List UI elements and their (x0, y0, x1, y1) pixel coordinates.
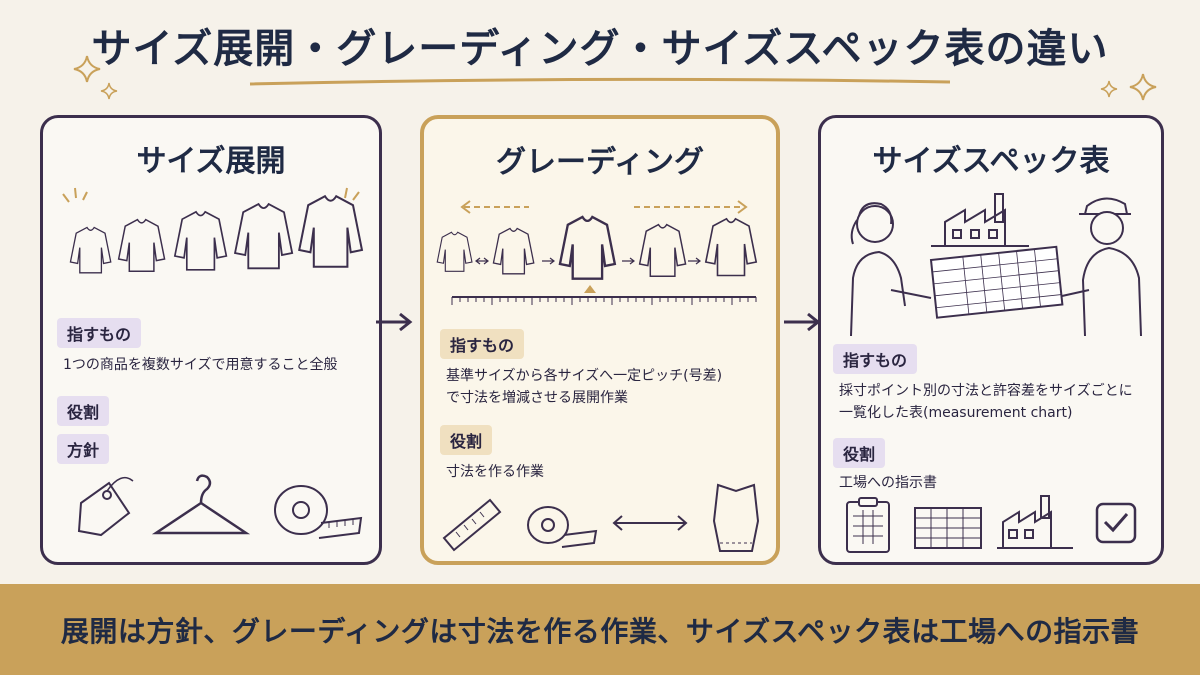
spreadsheet-icon (914, 507, 982, 549)
double-arrow-icon (612, 515, 688, 531)
page-title: サイズ展開・グレーディング・サイズスペック表の違い (91, 26, 1109, 72)
definition-text-line-1: 採寸ポイント別の寸法と許容差をサイズごとに (839, 383, 1133, 399)
sweater-size-row (62, 187, 364, 274)
grading-diagram (436, 200, 758, 305)
definition-text: 1つの商品を複数サイズで用意すること全般 (63, 357, 338, 373)
arrow-right-icon (784, 312, 821, 332)
sparkle-icon (1100, 80, 1118, 98)
sparkle-icon (73, 55, 101, 83)
panel-grading: グレーディング 指すもの 基準サイズから各サイズへ一定ピッチ(号差) で寸法を増… (420, 115, 780, 565)
price-tag-icon (77, 476, 134, 537)
factory-icon (997, 495, 1073, 549)
measuring-tape-icon (274, 485, 363, 539)
hanger-icon (151, 474, 251, 535)
role-text: 工場への指示書 (839, 475, 937, 491)
title-underline (249, 77, 951, 86)
sparkle-icon (1129, 73, 1157, 101)
role-text: 寸法を作る作業 (446, 464, 544, 480)
summary-text: 展開は方針、グレーディングは寸法を作る作業、サイズスペック表は工場への指示書 (60, 614, 1140, 648)
sparkle-icon (100, 82, 118, 100)
definition-label: 指すもの (440, 329, 525, 359)
panel-size-spec: サイズスペック表 (818, 115, 1164, 565)
summary-banner: 展開は方針、グレーディングは寸法を作る作業、サイズスペック表は工場への指示書 (0, 584, 1200, 675)
panel-heading: グレーディング (496, 145, 704, 180)
checkbox-icon (1095, 502, 1137, 544)
measuring-tape-icon (527, 506, 598, 548)
role-label: 役割 (57, 396, 110, 426)
panel-size-range: サイズ展開 指すもの 1つの商品を複数サイズで用意すること全般 役割 (40, 115, 382, 565)
definition-text-line-1: 基準サイズから各サイズへ一定ピッチ(号差) (446, 368, 723, 384)
definition-text-line-2: 一覧化した表(measurement chart) (839, 405, 1073, 421)
role-label: 役割 (833, 438, 886, 468)
clipboard-icon (846, 497, 890, 553)
panel-heading: サイズスペック表 (872, 144, 1110, 179)
definition-label: 指すもの (57, 318, 142, 348)
definition-label: 指すもの (833, 344, 918, 374)
factory-meeting-illustration (850, 193, 1142, 337)
panel-heading: サイズ展開 (136, 144, 286, 179)
pattern-piece-icon (712, 483, 760, 552)
definition-text-line-2: で寸法を増減させる展開作業 (446, 390, 628, 406)
arrow-right-icon (376, 312, 413, 332)
role-text: 方針 (57, 434, 110, 464)
role-label: 役割 (440, 425, 493, 455)
ruler-icon (442, 498, 502, 552)
